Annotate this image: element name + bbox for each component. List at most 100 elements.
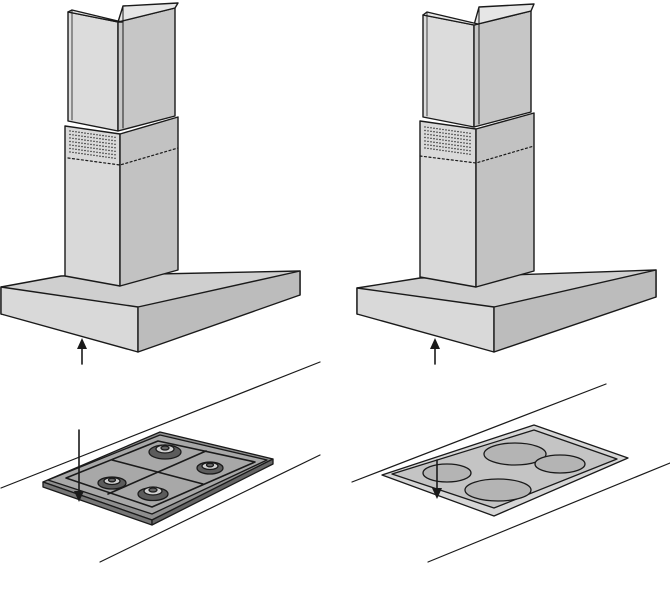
vent-hole (87, 147, 88, 148)
vent-hole (72, 141, 73, 142)
vent-hole (114, 137, 115, 138)
vent-hole (99, 135, 100, 136)
vent-hole (81, 135, 82, 136)
vent-hole (87, 136, 88, 137)
arrow-up-icon (77, 338, 87, 364)
vent-hole (439, 142, 440, 143)
vent-hole (439, 128, 440, 129)
vent-hole (433, 142, 434, 143)
vent-hole (69, 151, 70, 152)
vent-hole (96, 155, 97, 156)
vent-hole (433, 131, 434, 132)
vent-hole (90, 154, 91, 155)
vent-hole (445, 133, 446, 134)
vent-hole (469, 154, 470, 155)
vent-hole (469, 147, 470, 148)
vent-hole (469, 150, 470, 151)
vent-hole (78, 149, 79, 150)
cooking-zone-back-right (535, 455, 585, 473)
vent-hole (463, 135, 464, 136)
vent-hole (96, 134, 97, 135)
vent-hole (78, 139, 79, 140)
vent-hole (90, 144, 91, 145)
vent-hole (114, 154, 115, 155)
vent-hole (102, 152, 103, 153)
vent-hole (451, 151, 452, 152)
vent-hole (433, 138, 434, 139)
vent-hole (457, 138, 458, 139)
vent-hole (439, 146, 440, 147)
vent-hole (72, 145, 73, 146)
vent-hole (90, 133, 91, 134)
vent-hole (75, 131, 76, 132)
vent-hole (454, 145, 455, 146)
vent-hole (424, 144, 425, 145)
vent-hole (81, 132, 82, 133)
vent-hole (96, 145, 97, 146)
vent-hole (430, 145, 431, 146)
vent-hole (99, 145, 100, 146)
vent-hole (105, 142, 106, 143)
burner-back-left (149, 445, 181, 459)
vent-hole (469, 143, 470, 144)
vent-hole (445, 129, 446, 130)
vent-hole (87, 154, 88, 155)
vent-hole (111, 140, 112, 141)
vent-hole (105, 139, 106, 140)
vent-hole (69, 134, 70, 135)
vent-hole (84, 146, 85, 147)
vent-hole (75, 135, 76, 136)
vent-hole (430, 131, 431, 132)
vent-hole (463, 149, 464, 150)
vent-hole (96, 138, 97, 139)
vent-hole (108, 153, 109, 154)
vent-hole (466, 146, 467, 147)
vent-hole (460, 138, 461, 139)
vent-hole (445, 136, 446, 137)
vent-hole (427, 137, 428, 138)
vent-hole (451, 134, 452, 135)
vent-hole (442, 143, 443, 144)
vent-hole (439, 149, 440, 150)
vent-hole (84, 139, 85, 140)
vent-hole (454, 131, 455, 132)
vent-hole (93, 148, 94, 149)
vent-hole (442, 136, 443, 137)
vent-hole (448, 130, 449, 131)
vent-hole (445, 147, 446, 148)
vent-hole (102, 156, 103, 157)
vent-hole (454, 148, 455, 149)
vent-hole (442, 132, 443, 133)
vent-hole (99, 149, 100, 150)
vent-hole (114, 158, 115, 159)
vent-hole (108, 139, 109, 140)
vent-hole (445, 150, 446, 151)
vent-hole (78, 132, 79, 133)
vent-hole (90, 147, 91, 148)
vent-hole (448, 144, 449, 145)
vent-hole (436, 128, 437, 129)
left-panel (1, 3, 320, 562)
vent-hole (108, 143, 109, 144)
vent-hole (105, 146, 106, 147)
vent-hole (87, 150, 88, 151)
vent-hole (466, 153, 467, 154)
vent-hole (451, 148, 452, 149)
vent-hole (436, 142, 437, 143)
vent-hole (99, 152, 100, 153)
vent-hole (466, 139, 467, 140)
vent-hole (84, 143, 85, 144)
vent-hole (451, 141, 452, 142)
vent-hole (427, 134, 428, 135)
vent-hole (90, 137, 91, 138)
vent-hole (439, 139, 440, 140)
vent-hole (114, 144, 115, 145)
vent-hole (111, 154, 112, 155)
vent-hole (75, 149, 76, 150)
burner-back-right (197, 462, 223, 474)
vent-hole (469, 133, 470, 134)
vent-hole (430, 148, 431, 149)
vent-hole (460, 142, 461, 143)
chimney-right (420, 4, 534, 287)
